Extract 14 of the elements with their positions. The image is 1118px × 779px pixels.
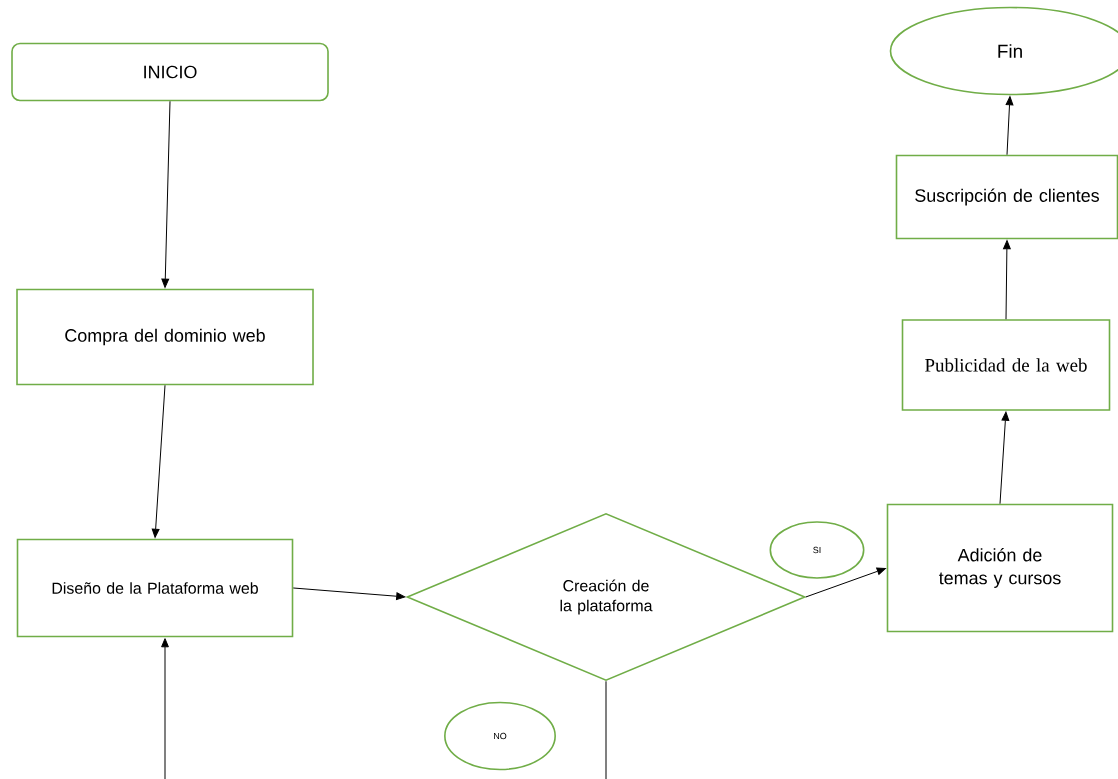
process-box: Compra del dominio web [16, 288, 314, 386]
arrow [1005, 96, 1014, 156]
process-box: Diseño de la Plataforma web [16, 538, 294, 638]
start-box: INICIO [11, 42, 329, 102]
process-box: Adición de temas y cursos [886, 503, 1114, 633]
arrow [805, 567, 886, 598]
process-box: Suscripción de clientes [895, 154, 1118, 240]
arrow [1003, 240, 1011, 320]
process-box: Publicidad de la web [901, 319, 1111, 411]
arrow [161, 100, 171, 288]
arrow [999, 411, 1010, 505]
arrow [151, 384, 166, 538]
arrow [292, 587, 406, 601]
arrow [161, 638, 607, 779]
